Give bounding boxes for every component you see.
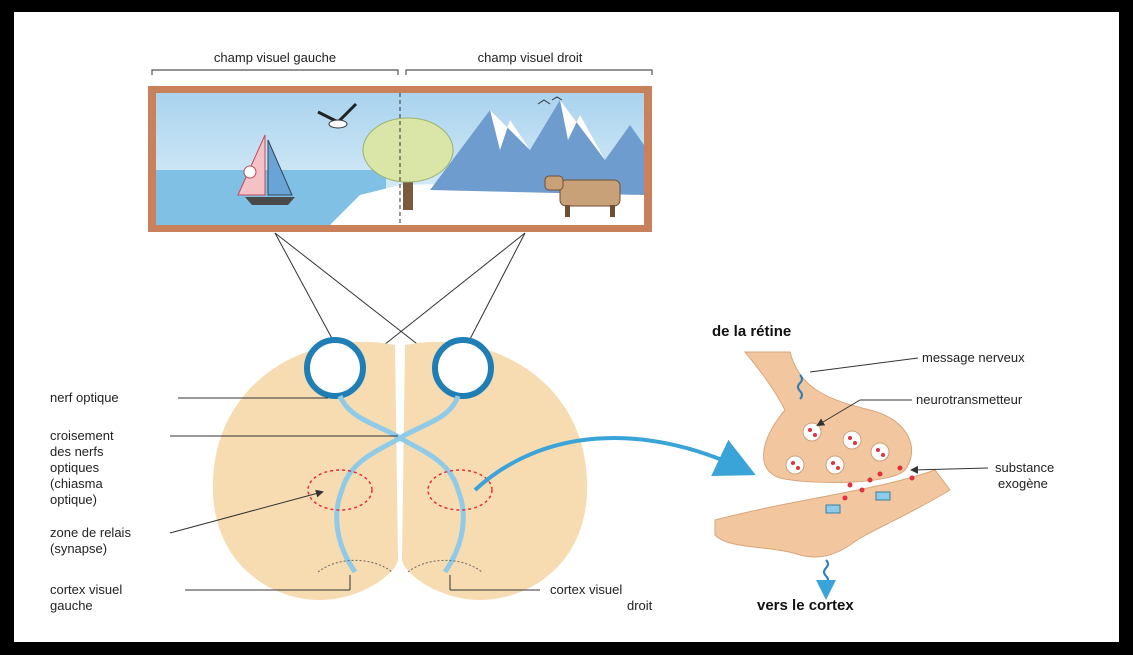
- left-cortex-label-2: gauche: [50, 598, 93, 613]
- from-retina-label: de la rétine: [712, 323, 791, 340]
- right-field-label: champ visuel droit: [478, 50, 583, 65]
- relay-label-1: zone de relais: [50, 525, 131, 540]
- left-field-label: champ visuel gauche: [214, 50, 336, 65]
- visual-scene: [148, 86, 652, 232]
- nerve-message-label: message nerveux: [922, 350, 1025, 365]
- left-eye: [307, 340, 363, 396]
- optic-nerve-label: nerf optique: [50, 390, 119, 405]
- relay-label-2: (synapse): [50, 541, 107, 556]
- to-cortex-label: vers le cortex: [757, 597, 854, 614]
- chiasma-label-4: (chiasma: [50, 476, 104, 491]
- field-braces: [152, 70, 652, 75]
- chiasma-label-1: croisement: [50, 428, 114, 443]
- exogenous-label-2: exogène: [998, 476, 1048, 491]
- neurotransmitter-label: neurotransmetteur: [916, 392, 1023, 407]
- exogenous-label-1: substance: [995, 460, 1054, 475]
- right-cortex-label-1: cortex visuel: [550, 582, 622, 597]
- chiasma-label-5: optique): [50, 492, 97, 507]
- chiasma-label-3: optiques: [50, 460, 100, 475]
- chiasma-label-2: des nerfs: [50, 444, 104, 459]
- synapse: [715, 352, 950, 594]
- left-cortex-label-1: cortex visuel: [50, 582, 122, 597]
- right-eye: [435, 340, 491, 396]
- right-cortex-label-2: droit: [627, 598, 653, 613]
- brain: [213, 342, 587, 600]
